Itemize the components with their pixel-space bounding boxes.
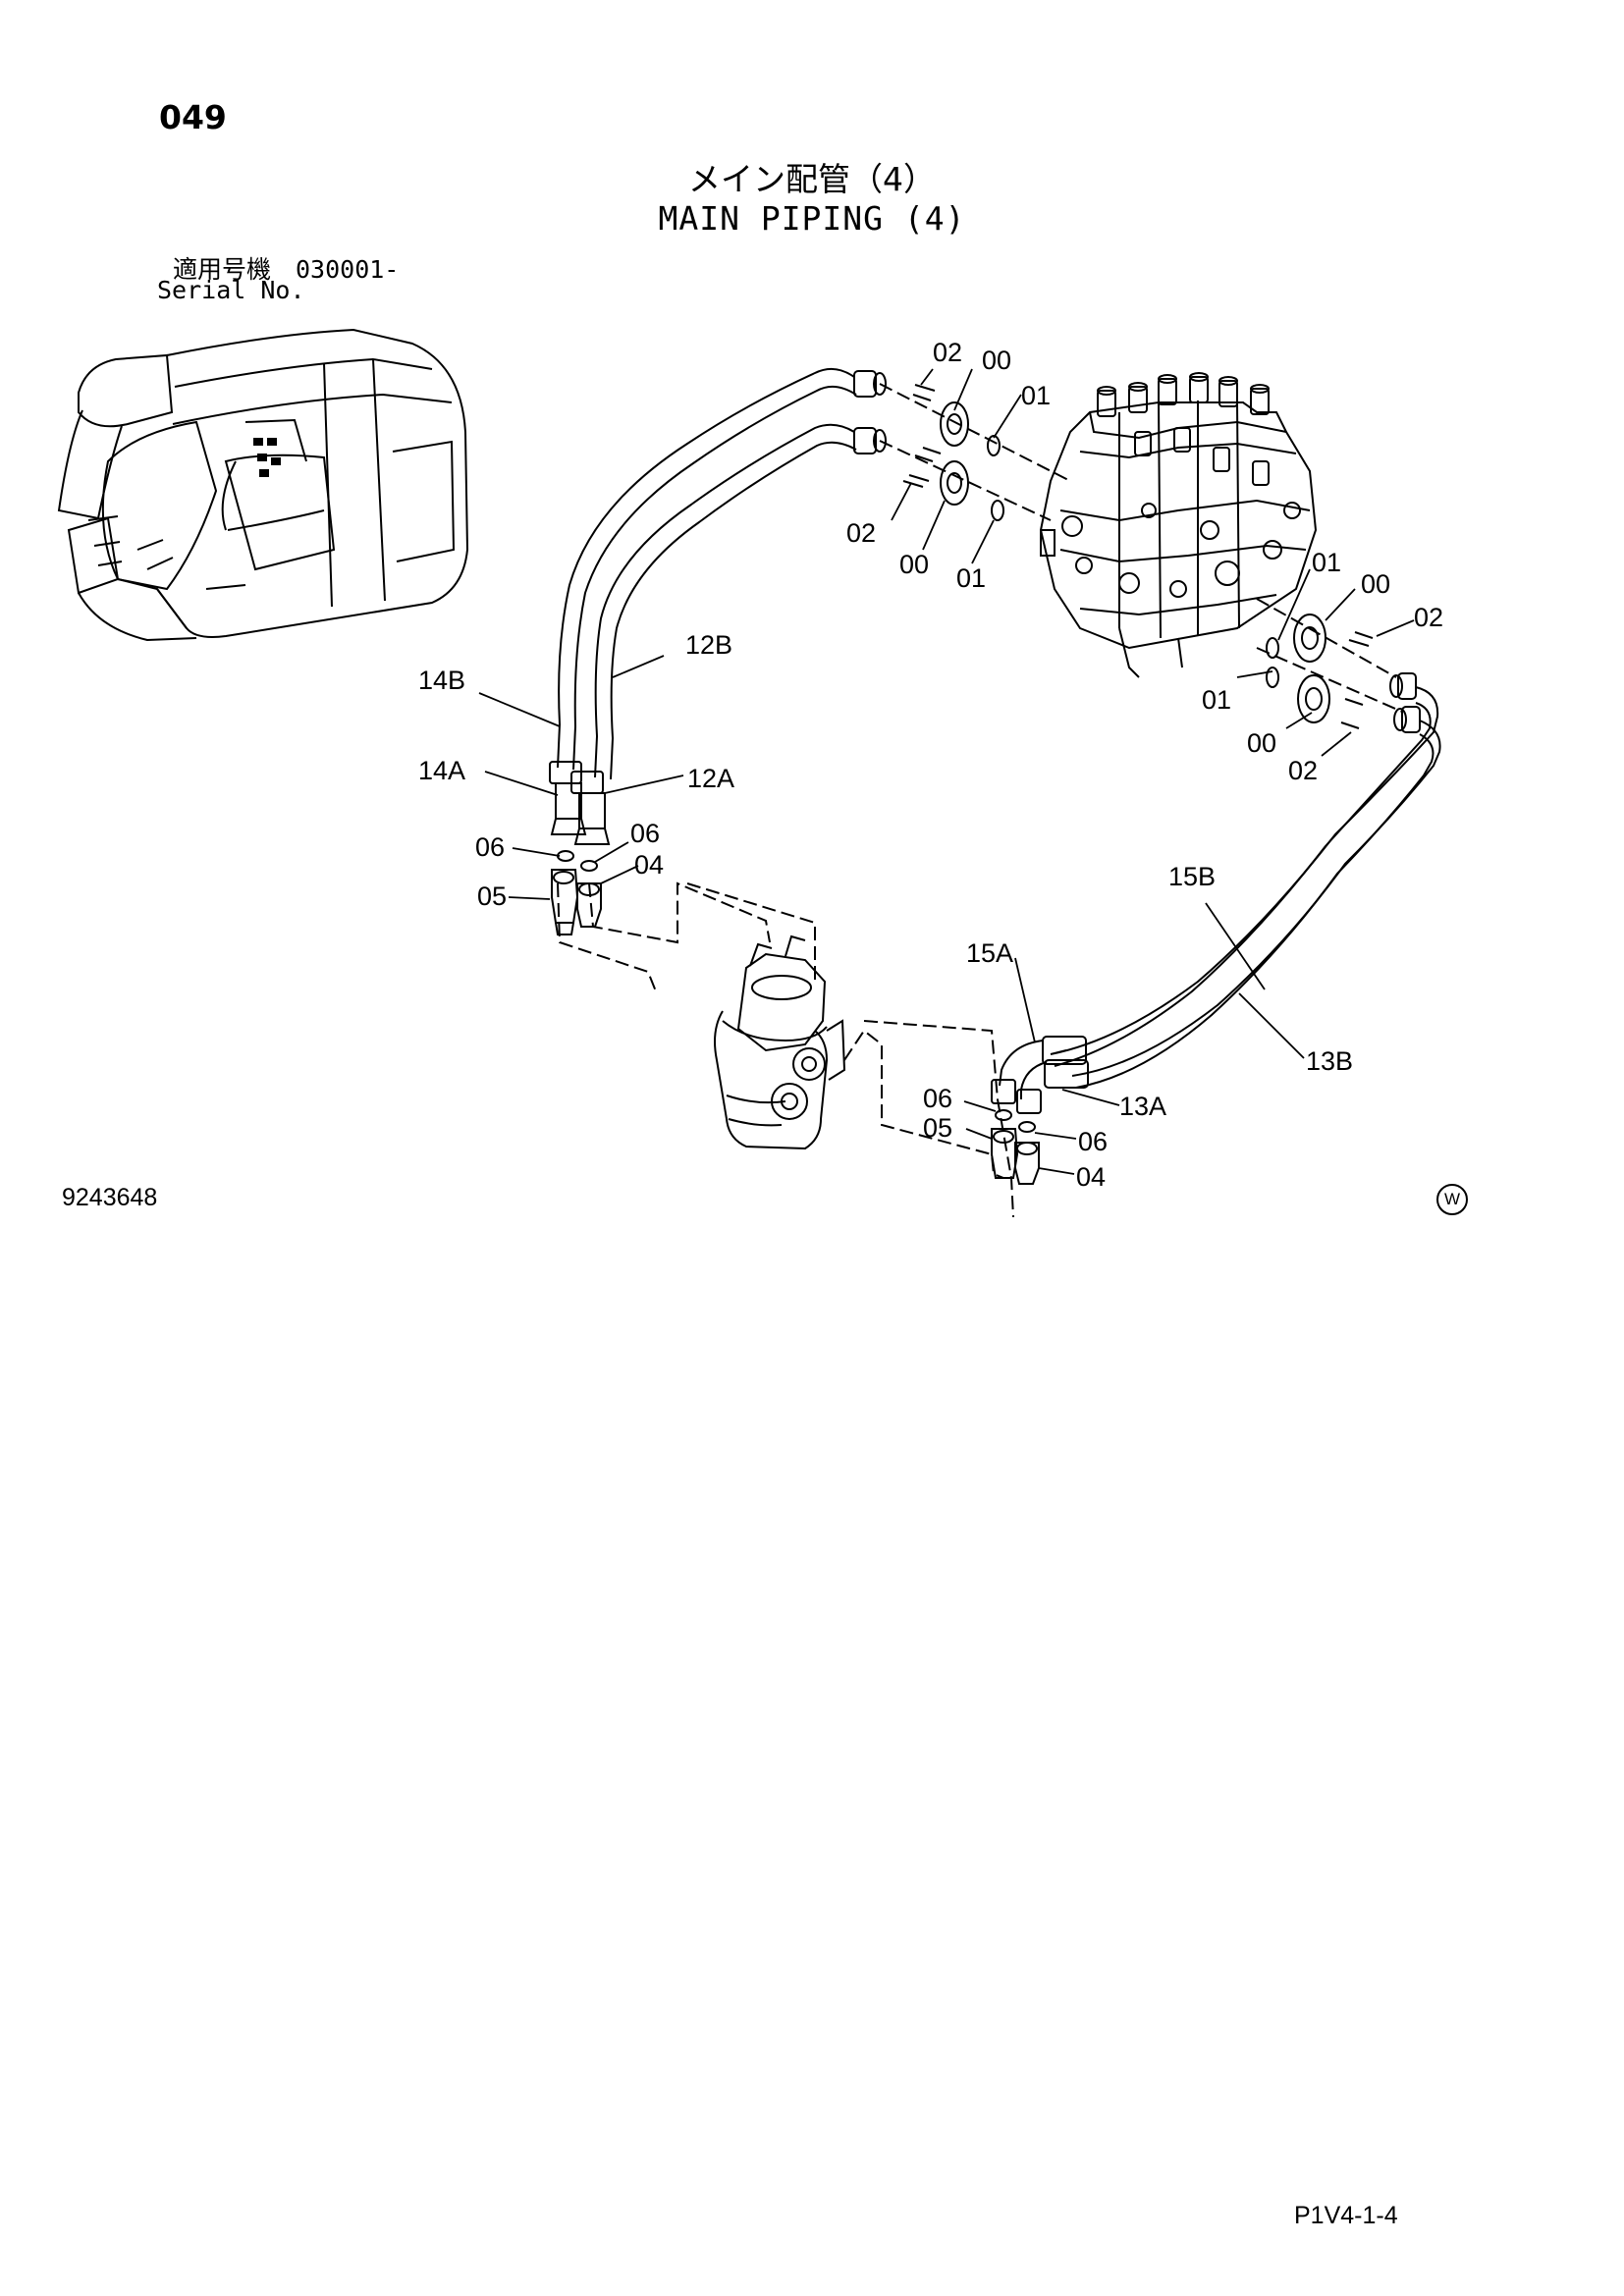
part-label-05: 05 [923, 1113, 952, 1143]
adapters-right [991, 1109, 1040, 1185]
adapters-left [551, 850, 602, 935]
part-label-12b: 12B [685, 630, 732, 660]
part-label-00: 00 [1361, 569, 1390, 599]
part-label-05: 05 [477, 881, 507, 911]
part-label-04: 04 [1076, 1162, 1106, 1192]
part-label-15a: 15A [966, 938, 1013, 968]
flange-assembly-right [1266, 614, 1421, 733]
part-label-06: 06 [1078, 1127, 1108, 1156]
part-label-01: 01 [1312, 548, 1341, 577]
control-valve [1039, 372, 1318, 678]
serial-label-english: Serial No. [157, 276, 305, 304]
part-label-02: 02 [1288, 756, 1318, 785]
excavator-overview-image [57, 328, 469, 642]
part-label-02: 02 [933, 338, 962, 367]
part-label-14b: 14B [418, 666, 465, 695]
part-label-01: 01 [1021, 381, 1051, 410]
part-label-15b: 15B [1168, 862, 1216, 891]
part-label-06: 06 [475, 832, 505, 862]
part-label-12a: 12A [687, 764, 734, 793]
part-label-14a: 14A [418, 756, 465, 785]
hose-13b-15b [991, 686, 1441, 1114]
hose-end-fittings-top [549, 370, 887, 845]
part-label-02: 02 [846, 518, 876, 548]
part-label-01: 01 [956, 563, 986, 593]
leader-lines [478, 368, 1415, 1175]
part-label-13a: 13A [1119, 1092, 1166, 1121]
part-label-01: 01 [1202, 685, 1231, 715]
part-label-06: 06 [630, 819, 660, 848]
assembly-dash-lines [557, 383, 1403, 1218]
flange-assembly-upper [902, 384, 1004, 521]
part-label-00: 00 [899, 550, 929, 579]
part-label-06: 06 [923, 1084, 952, 1113]
title-japanese: メイン配管（4） [688, 160, 936, 198]
center-joint-assembly [714, 934, 846, 1150]
part-label-00: 00 [1247, 728, 1276, 758]
page-number: 049 [159, 98, 227, 136]
part-label-02: 02 [1414, 603, 1443, 632]
part-label-13b: 13B [1306, 1046, 1353, 1076]
w-mark-icon: W [1436, 1184, 1468, 1215]
part-label-04: 04 [634, 850, 664, 880]
title-english: MAIN PIPING (4) [658, 199, 966, 238]
hose-12b-14b [557, 367, 857, 780]
sheet-reference: P1V4-1-4 [1294, 2202, 1398, 2229]
drawing-number: 9243648 [62, 1184, 158, 1211]
serial-applicable-japanese: 適用号機 030001- [173, 255, 400, 284]
part-label-00: 00 [982, 346, 1011, 375]
part-labels: 02 00 01 02 00 01 01 00 02 01 00 02 12B … [418, 338, 1443, 1192]
